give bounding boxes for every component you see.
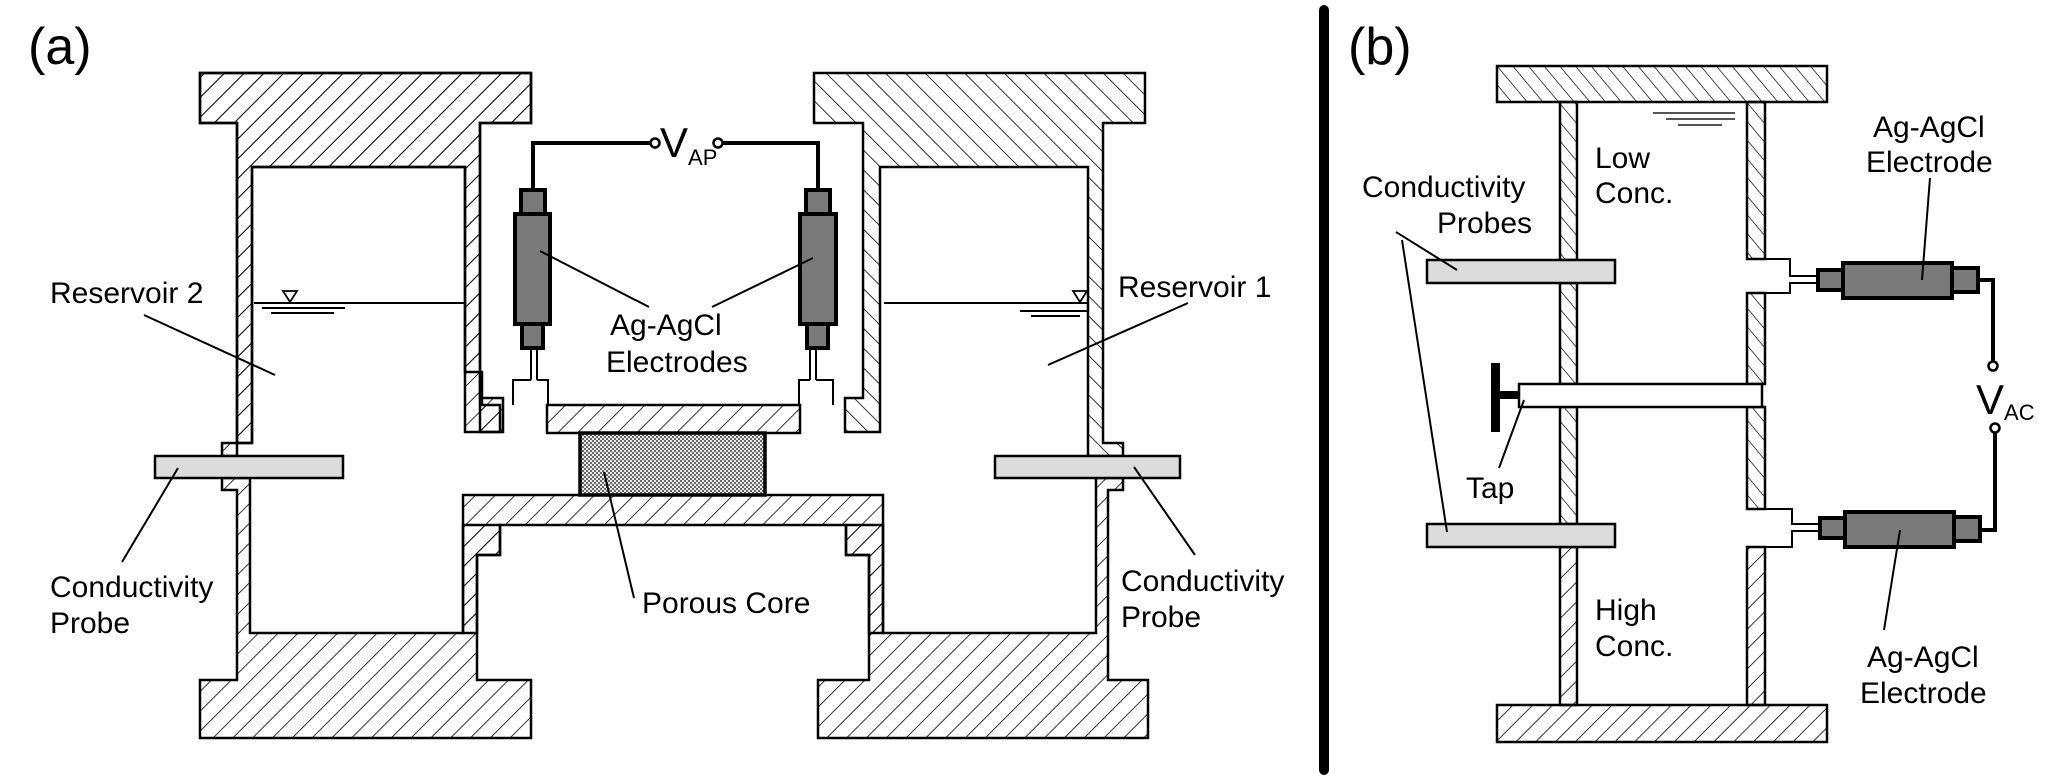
wire-left <box>531 141 651 190</box>
water-level-marker-right <box>1071 290 1089 304</box>
conductivity-probe-left <box>153 454 345 480</box>
reservoir-1-label: Reservoir 1 <box>1118 271 1271 304</box>
probes-label-line2: Probes <box>1437 207 1532 240</box>
cell-top-block <box>1495 64 1829 104</box>
low-conc-label-line1: Low <box>1595 142 1650 175</box>
wire-upper <box>1978 278 1995 362</box>
electrode-left <box>512 188 552 405</box>
reservoir-1-housing <box>812 71 1150 740</box>
electrode-top-label-line2: Electrode <box>1866 146 1993 179</box>
port-upper <box>1765 258 1818 294</box>
probe-right-label-line2: Probe <box>1121 601 1201 634</box>
wire-lower <box>1980 432 1997 532</box>
left-wall-mid <box>1558 281 1579 386</box>
panel-b-label: (b) <box>1348 18 1412 76</box>
panel-a: (a) <box>28 18 1284 740</box>
high-conc-label-line2: Conc. <box>1595 630 1673 663</box>
right-wall-mid <box>1745 291 1767 386</box>
terminal-right <box>712 137 724 149</box>
electrode-top-label-line1: Ag-AgCl <box>1873 111 1985 144</box>
left-wall-lower <box>1558 405 1579 526</box>
probe-left-label-line2: Probe <box>50 607 130 640</box>
conductivity-probe-upper <box>1425 258 1617 285</box>
terminal-lower <box>1989 422 2001 434</box>
lower-center-block <box>461 493 885 635</box>
electrode-bottom-label-line2: Electrode <box>1860 677 1987 710</box>
terminal-left <box>649 137 661 149</box>
electrode-upper <box>1816 261 1980 300</box>
electrodes-label-line1: Ag-AgCl <box>610 309 722 342</box>
conductivity-probe-lower <box>1425 522 1617 549</box>
left-wall-upper <box>1558 100 1579 262</box>
electrode-bottom-label-line1: Ag-AgCl <box>1867 641 1979 674</box>
tap-stem <box>1500 391 1519 399</box>
upper-plate <box>545 403 802 435</box>
port-lower <box>1765 508 1818 548</box>
voltage-ap-label: VAP <box>660 119 717 170</box>
terminal-upper <box>1987 360 1999 372</box>
porous-core <box>578 431 767 497</box>
wire-right <box>719 141 820 190</box>
cell-bottom-block <box>1495 703 1829 744</box>
voltage-ac-label: VAC <box>1976 376 2035 425</box>
tap-channel <box>1517 382 1764 409</box>
low-conc-label-line2: Conc. <box>1595 177 1673 210</box>
electrodes-label-line2: Electrodes <box>606 346 748 379</box>
tap-label: Tap <box>1466 472 1514 505</box>
left-wall-bottom <box>1558 545 1579 707</box>
probe-right-label-line1: Conductivity <box>1121 565 1284 598</box>
right-wall-lower <box>1745 405 1767 511</box>
probe-left-label-line1: Conductivity <box>50 571 213 604</box>
high-conc-label-line1: High <box>1595 594 1657 627</box>
electrode-lower <box>1818 510 1982 549</box>
right-wall-upper <box>1745 100 1767 261</box>
tap-handle <box>1491 363 1500 432</box>
panel-b: (b) <box>1348 18 2035 744</box>
panel-a-label: (a) <box>28 18 92 76</box>
electrode-right <box>798 188 838 405</box>
reservoir-2-label: Reservoir 2 <box>50 277 203 310</box>
water-level-marker-left <box>281 290 299 304</box>
reservoir-2-housing <box>198 71 533 740</box>
right-wall-bottom <box>1745 545 1767 707</box>
conductivity-probe-right <box>993 454 1182 480</box>
porous-core-label: Porous Core <box>642 587 810 620</box>
probes-label-line1: Conductivity <box>1362 171 1525 204</box>
